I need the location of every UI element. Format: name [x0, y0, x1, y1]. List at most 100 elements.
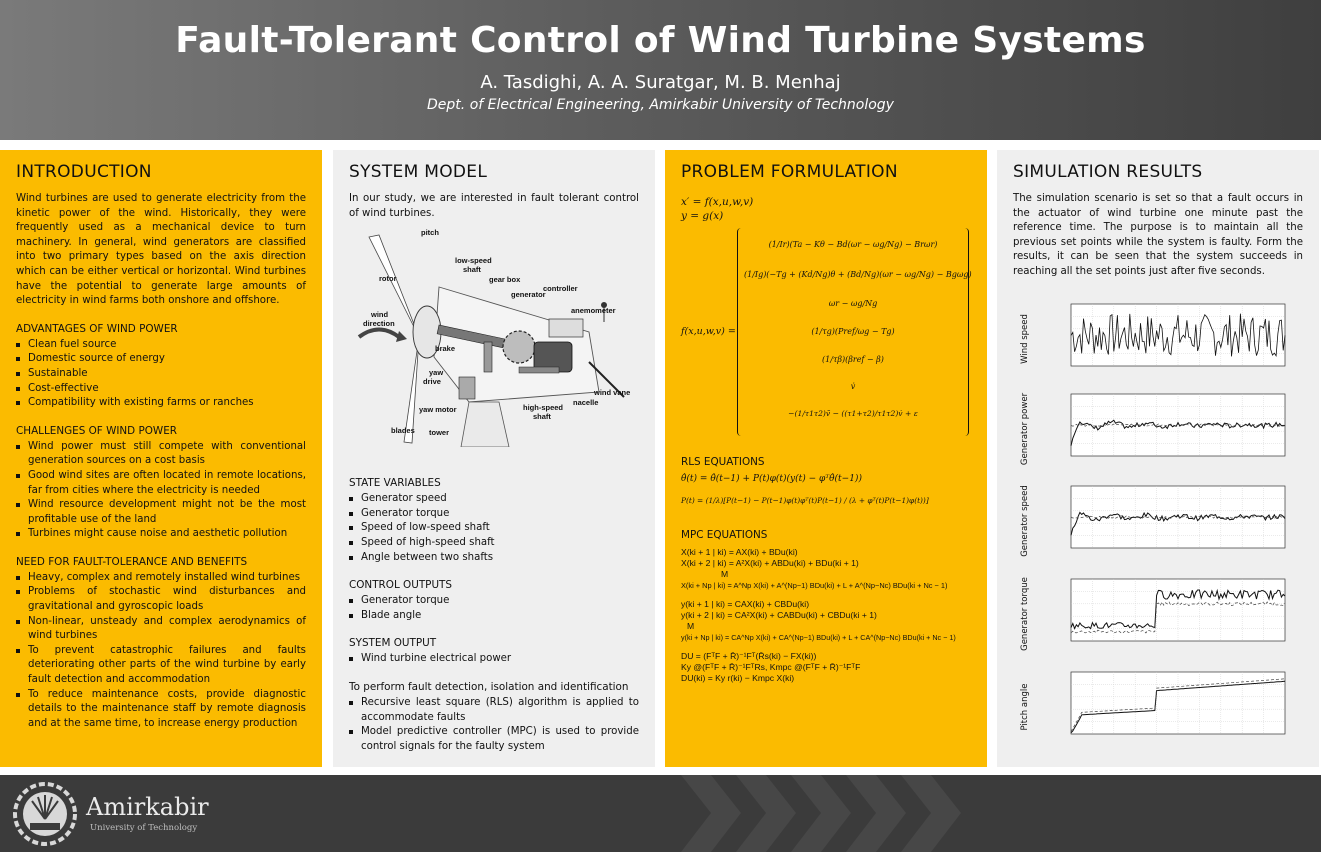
generator-speed-chart — [1070, 485, 1286, 548]
poster-title: Fault-Tolerant Control of Wind Turbine S… — [175, 20, 1146, 61]
list-item: Cost-effective — [16, 382, 306, 397]
plot-series-line — [1070, 680, 1286, 733]
list-item: Blade angle — [349, 609, 639, 624]
list-item: Generator speed — [349, 492, 639, 507]
tower-shape — [460, 401, 510, 448]
mpc-equation: y(ki + 1 | ki) = CAX(ki) + CBDu(ki) — [681, 599, 810, 609]
list-item: To reduce maintenance costs, provide dia… — [16, 688, 306, 732]
mpc-equation: M — [721, 569, 729, 579]
mpc-equation: y(ki + Np | ki) = CA^Np X(ki) + CA^(Np−1… — [681, 633, 956, 642]
high-speed-shaft — [518, 366, 560, 374]
pitch-angle-chart — [1070, 671, 1286, 734]
output-equation: y = g(x) — [681, 210, 724, 222]
plot-label: Pitch angle — [1020, 683, 1030, 731]
list-item: Wind power must still compete with conve… — [16, 440, 306, 469]
label-tower: tower — [429, 428, 449, 437]
plot-generator-power: Generator power — [1013, 390, 1303, 470]
mpc-equation: y(ki + 2 | ki) = CA²X(ki) + CABDu(ki) + … — [681, 610, 877, 620]
label-brake: brake — [435, 344, 455, 353]
mpc-equation: DU = (FᵀF + R̄)⁻¹Fᵀ(R̄s(ki) − FX(ki)) — [681, 651, 817, 661]
list-item: Generator torque — [349, 594, 639, 609]
label-wind-vane: wind vane — [593, 388, 630, 397]
generator-power-chart — [1070, 393, 1286, 456]
list-item: Compatibility with existing farms or ran… — [16, 396, 306, 411]
anemometer-cup — [601, 302, 607, 309]
plot-pitch-angle: Pitch angle — [1013, 668, 1303, 748]
label-direction: direction — [363, 319, 395, 328]
control-outputs-heading: CONTROL OUTPUTS — [349, 579, 452, 592]
list-item: Speed of high-speed shaft — [349, 536, 639, 551]
plot-wind-speed: Wind speed — [1013, 300, 1303, 380]
model-row: v̇ — [850, 382, 856, 391]
list-item: Angle between two shafts — [349, 551, 639, 566]
yaw-motor — [458, 376, 476, 400]
plot-series-line — [1070, 313, 1286, 357]
plot-reference-line — [1070, 678, 1286, 732]
mpc-equations: X(ki + 1 | ki) = AX(ki) + BDu(ki) X(ki +… — [681, 547, 971, 684]
plot-generator-torque: Generator torque — [1013, 575, 1303, 655]
list-item: Good wind sites are often located in rem… — [16, 469, 306, 498]
mpc-equation: X(ki + Np | ki) = A^Np X(ki) + A^(Np−1) … — [681, 581, 948, 590]
list-item: Wind turbine electrical power — [349, 652, 639, 667]
list-item: Sustainable — [16, 367, 306, 382]
wind-direction-arrow — [357, 327, 401, 339]
label-wind: wind — [370, 310, 388, 319]
wind-turbine-diagram: pitch low-speed shaft gear box controlle… — [357, 228, 630, 448]
advantages-heading: ADVANTAGES OF WIND POWER — [16, 322, 178, 335]
introduction-text: Wind turbines are used to generate elect… — [16, 193, 306, 307]
brake-disc — [483, 341, 493, 373]
label-gear-box: gear box — [489, 275, 521, 284]
simulation-results-heading: SIMULATION RESULTS — [1013, 162, 1203, 182]
rls-equation-2: P(t) = (1/λ)[P(t−1) − P(t−1)φ(t)φᵀ(t)P(t… — [681, 496, 929, 505]
label-nacelle: nacelle — [573, 398, 598, 407]
plot-series-line — [1070, 588, 1286, 630]
problem-formulation-panel: PROBLEM FORMULATION x′ = f(x,u,w,v) y = … — [665, 150, 987, 767]
label-yaw: yaw — [429, 368, 443, 377]
label-yaw-motor: yaw motor — [419, 405, 457, 414]
mpc-equation: Ky @(FᵀF + R̄)⁻¹FᵀRs, Kmpc @(FᵀF + R̄)⁻¹… — [681, 662, 861, 672]
model-row: −(1/τ1τ2)ṽ − ((τ1+τ2)/τ1τ2)v̇ + ε — [788, 409, 918, 418]
model-row: (1/τg)(Pref/ωg − Tg) — [811, 327, 895, 336]
label-pitch: pitch — [421, 228, 439, 237]
label-blades: blades — [391, 426, 415, 435]
introduction-panel: INTRODUCTION Wind turbines are used to g… — [0, 150, 322, 767]
perform-heading: To perform fault detection, isolation an… — [349, 680, 629, 693]
model-row: (1/Ig)(−Tg + (Kd/Ng)θ + (Bd/Ng)(ωr − ωg/… — [744, 270, 972, 279]
list-item: Model predictive controller (MPC) is use… — [349, 725, 639, 754]
plot-label: Generator power — [1020, 392, 1030, 465]
poster-affiliation: Dept. of Electrical Engineering, Amirkab… — [427, 97, 894, 113]
mpc-equation: M — [687, 621, 695, 631]
plot-reference-line — [1070, 600, 1286, 634]
label-yaw-drive: drive — [423, 377, 441, 386]
list-item: Clean fuel source — [16, 338, 306, 353]
model-row: (1/Ir)(Ta − Kθ − Bd(ωr − ωg/Ng) − Brωr) — [768, 240, 938, 249]
challenges-list: Wind power must still compete with conve… — [16, 440, 306, 542]
plot-reference-line — [1070, 422, 1286, 427]
list-item: Heavy, complex and remotely installed wi… — [16, 571, 306, 586]
controller-box — [548, 318, 584, 338]
list-item: Non-linear, unsteady and complex aerodyn… — [16, 615, 306, 644]
challenges-heading: CHALLENGES OF WIND POWER — [16, 424, 177, 437]
system-output-heading: SYSTEM OUTPUT — [349, 637, 437, 650]
label-high-speed-shaft: shaft — [533, 412, 551, 421]
system-output-list: Wind turbine electrical power — [349, 652, 639, 667]
list-item: Wind resource development might not be t… — [16, 498, 306, 527]
generator-torque-chart — [1070, 578, 1286, 641]
system-model-panel: SYSTEM MODEL In our study, we are intere… — [333, 150, 655, 767]
model-row: ωr − ωg/Ng — [828, 299, 878, 308]
poster-footer: Amirkabir University of Technology — [0, 775, 1321, 852]
plot-generator-speed: Generator speed — [1013, 482, 1303, 562]
poster-authors: A. Tasdighi, A. A. Suratgar, M. B. Menha… — [480, 72, 841, 93]
footer-brand: Amirkabir — [86, 793, 209, 821]
rls-heading: RLS EQUATIONS — [681, 456, 765, 468]
list-item: Domestic source of energy — [16, 352, 306, 367]
need-heading: NEED FOR FAULT-TOLERANCE AND BENEFITS — [16, 555, 248, 568]
plot-label: Wind speed — [1020, 313, 1030, 364]
perform-list: Recursive least square (RLS) algorithm i… — [349, 696, 639, 754]
plot-reference-line — [1070, 514, 1286, 519]
list-item: Problems of stochastic wind disturbances… — [16, 585, 306, 614]
mpc-equation: X(ki + 2 | ki) = A²X(ki) + ABDu(ki) + BD… — [681, 558, 859, 568]
label-controller: controller — [543, 284, 578, 293]
introduction-heading: INTRODUCTION — [16, 162, 152, 182]
problem-formulation-heading: PROBLEM FORMULATION — [681, 162, 898, 182]
